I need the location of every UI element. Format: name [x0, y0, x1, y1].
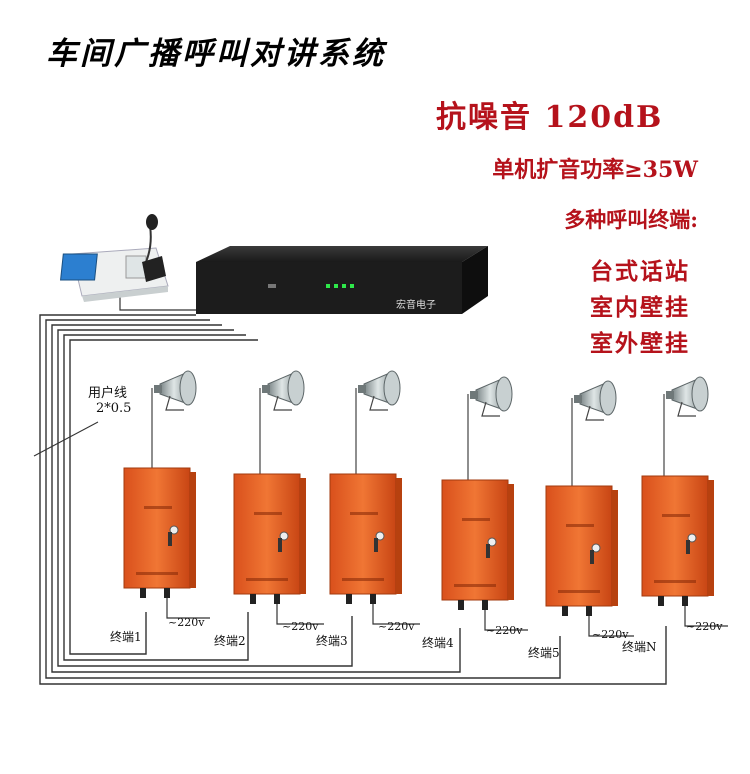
power-lead — [484, 610, 528, 631]
cable-bundle — [39, 314, 667, 685]
desk-call-station — [60, 214, 169, 302]
feature-outdoor-wall: 室外壁挂 — [590, 330, 690, 357]
terminal-label-5: 终端5 — [528, 646, 560, 660]
host-brand-label: 宏音电子 — [396, 300, 436, 311]
terminal-power-label-6: ~220v — [686, 620, 723, 633]
feature-call-types-heading: 多种呼叫终端: — [564, 207, 698, 232]
wall-terminal-box — [329, 473, 402, 604]
power-lead — [276, 604, 324, 625]
noise-rating-headline: 抗噪音 120dB — [436, 100, 664, 135]
power-lead — [166, 598, 210, 619]
horn-speaker-icon — [470, 376, 513, 417]
power-lead — [684, 606, 728, 627]
terminal-power-label-1: ~220v — [168, 616, 205, 629]
horn-speaker-icon — [666, 376, 709, 417]
terminal-4 — [441, 376, 528, 631]
terminal-label-1: 终端1 — [110, 630, 142, 644]
wall-terminal-box — [641, 475, 714, 606]
power-lead — [372, 604, 420, 625]
terminal-label-6: 终端N — [622, 640, 657, 654]
terminal-group — [123, 370, 728, 637]
cable-spec-label-2: 2*0.5 — [96, 401, 132, 416]
terminal-label-4: 终端4 — [422, 636, 454, 650]
cable-spec-label-1: 用户线 — [88, 386, 128, 401]
terminal-power-label-5: ~220v — [592, 628, 629, 641]
terminal-power-label-3: ~220v — [378, 620, 415, 633]
terminal-label-2: 终端2 — [214, 634, 246, 648]
wall-terminal-box — [545, 485, 618, 616]
page-title: 车间广播呼叫对讲系统 — [46, 36, 386, 72]
terminal-1 — [123, 370, 210, 619]
power-lead — [588, 616, 634, 637]
desk-station-cable — [119, 292, 196, 311]
horn-speaker-icon — [574, 380, 617, 421]
wall-terminal-box — [233, 473, 306, 604]
terminal-3 — [329, 370, 420, 625]
terminal-2 — [233, 370, 324, 625]
host-unit — [196, 246, 488, 314]
terminal-power-label-2: ~220v — [282, 620, 319, 633]
wall-terminal-box — [123, 467, 196, 598]
feature-indoor-wall: 室内壁挂 — [590, 294, 690, 321]
wall-terminal-box — [441, 479, 514, 610]
horn-speaker-icon — [154, 370, 197, 411]
terminal-label-3: 终端3 — [316, 634, 348, 648]
feature-desktop-station: 台式话站 — [590, 258, 690, 285]
terminal-5 — [545, 380, 634, 637]
status-leds — [326, 284, 354, 288]
terminal-6 — [641, 376, 728, 627]
horn-speaker-icon — [358, 370, 401, 411]
horn-speaker-icon — [262, 370, 305, 411]
terminal-power-label-4: ~220v — [486, 624, 523, 637]
cable-label-leader — [33, 421, 99, 457]
feature-amp-power: 单机扩音功率≥35W — [492, 157, 698, 183]
